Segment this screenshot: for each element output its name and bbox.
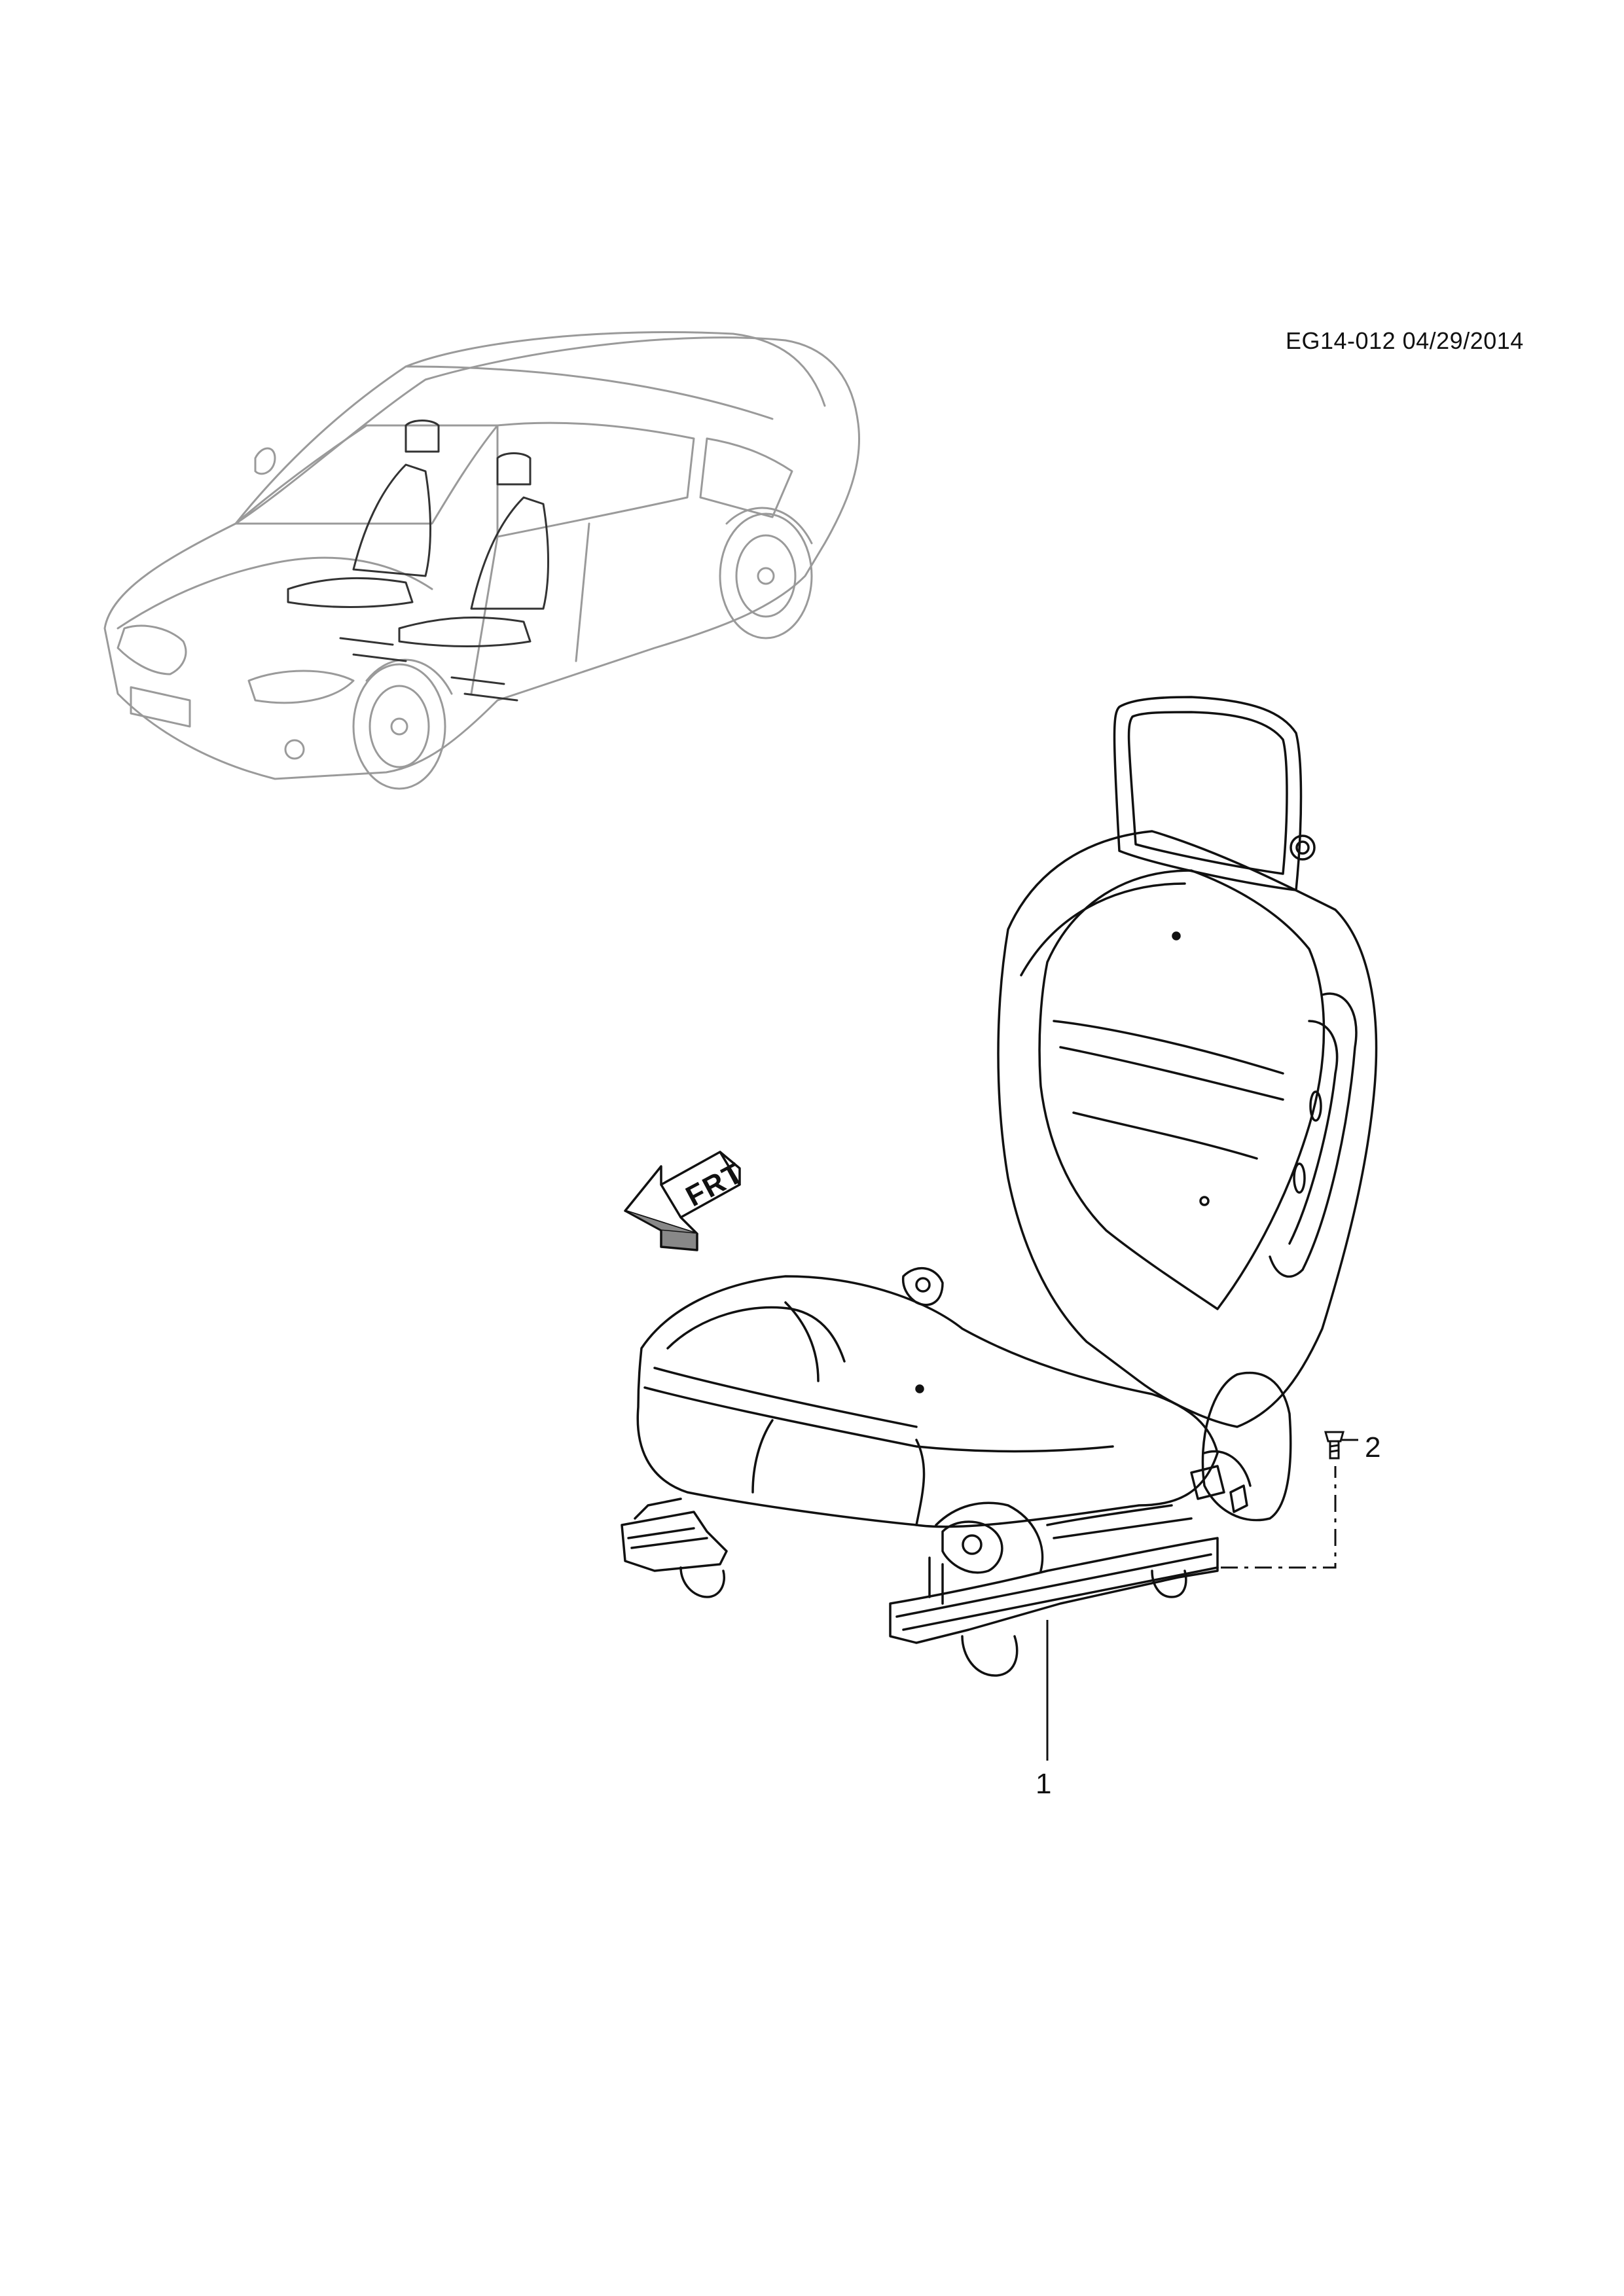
callout-leaders bbox=[1046, 1439, 1358, 1761]
callout-item-1: 1 bbox=[1036, 1768, 1052, 1800]
callout-item-2: 2 bbox=[1365, 1431, 1381, 1463]
document-code: EG14-012 04/29/2014 bbox=[1286, 327, 1524, 354]
front-direction-arrow-icon bbox=[624, 1151, 741, 1251]
front-seat-assembly bbox=[621, 696, 1378, 1677]
car-overview-illustration bbox=[103, 331, 860, 790]
screw-fastener bbox=[1324, 1431, 1344, 1460]
dashed-install-line bbox=[1221, 1466, 1337, 1569]
